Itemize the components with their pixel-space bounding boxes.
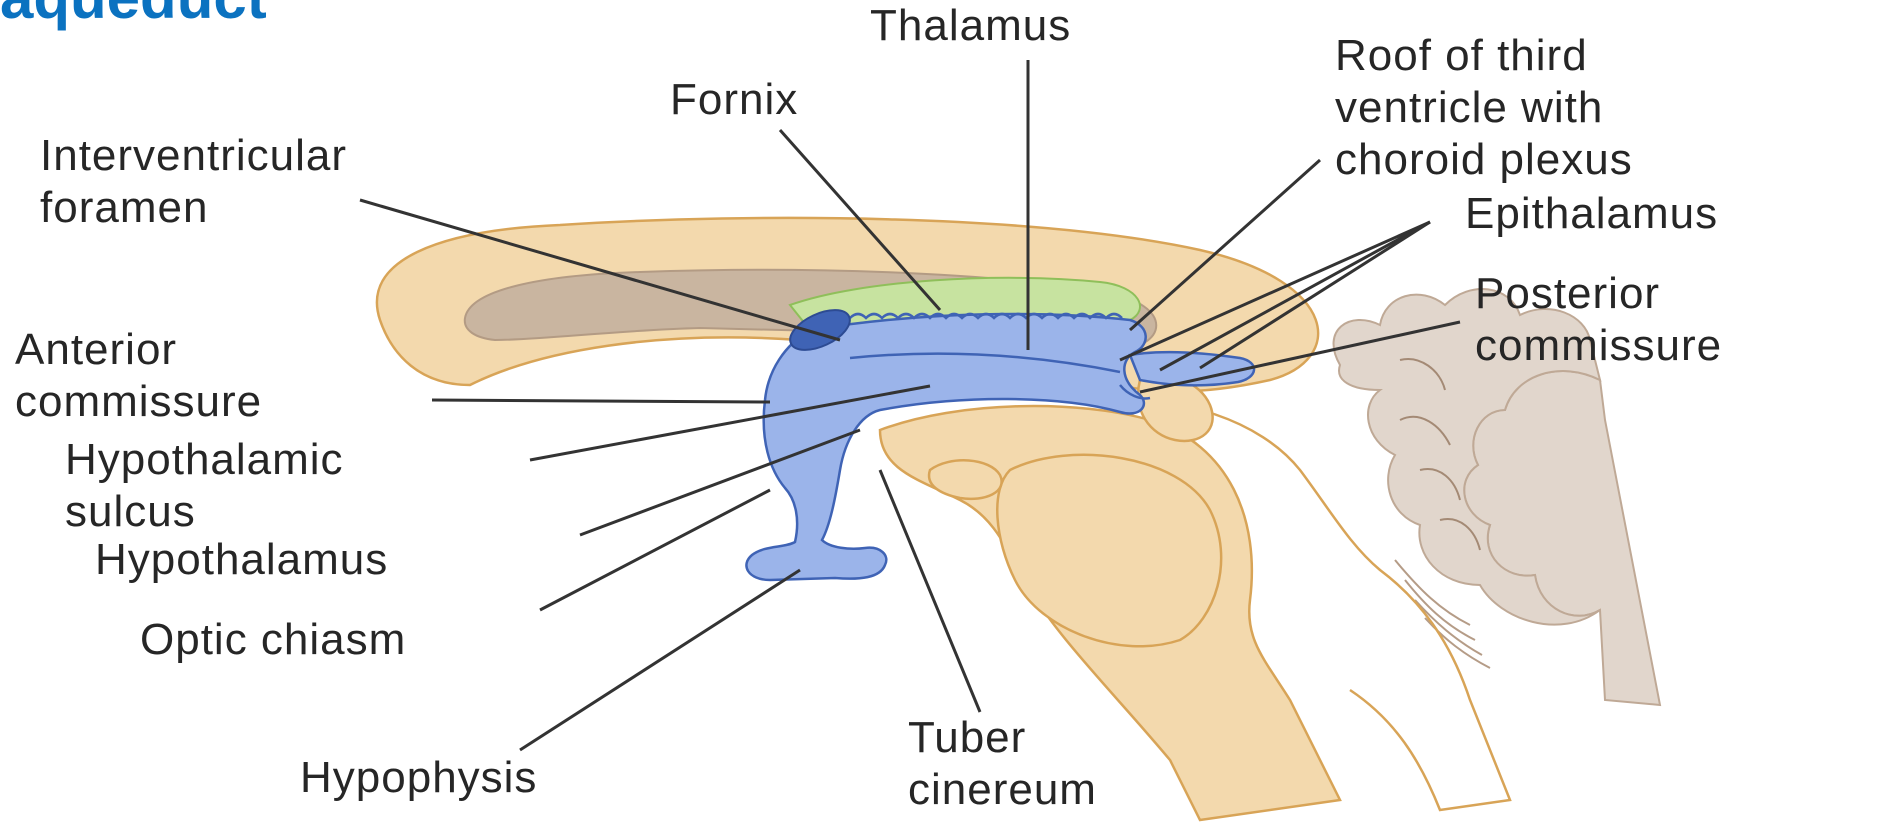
label-optic-chiasm: Optic chiasm xyxy=(140,614,406,666)
page-title: aqueduct xyxy=(0,0,267,28)
leader-anterior-commissure xyxy=(432,400,770,402)
label-fornix: Fornix xyxy=(670,74,798,126)
label-hypothalamic-sulcus: Hypothalamic sulcus xyxy=(65,434,344,538)
label-posterior-commissure: Posterior commissure xyxy=(1475,268,1722,372)
label-interventricular-foramen: Interventricular foramen xyxy=(40,130,347,234)
label-hypophysis: Hypophysis xyxy=(300,752,537,804)
leader-tuber-cinereum xyxy=(880,470,980,712)
label-anterior-commissure: Anterior commissure xyxy=(15,324,262,428)
label-roof-third-ventricle: Roof of third ventricle with choroid ple… xyxy=(1335,30,1633,186)
label-epithalamus: Epithalamus xyxy=(1465,188,1718,240)
label-tuber-cinereum: Tuber cinereum xyxy=(908,712,1097,816)
label-hypothalamus: Hypothalamus xyxy=(95,534,388,586)
label-thalamus: Thalamus xyxy=(870,0,1071,52)
leader-hypothalamic-sulcus xyxy=(530,386,930,460)
